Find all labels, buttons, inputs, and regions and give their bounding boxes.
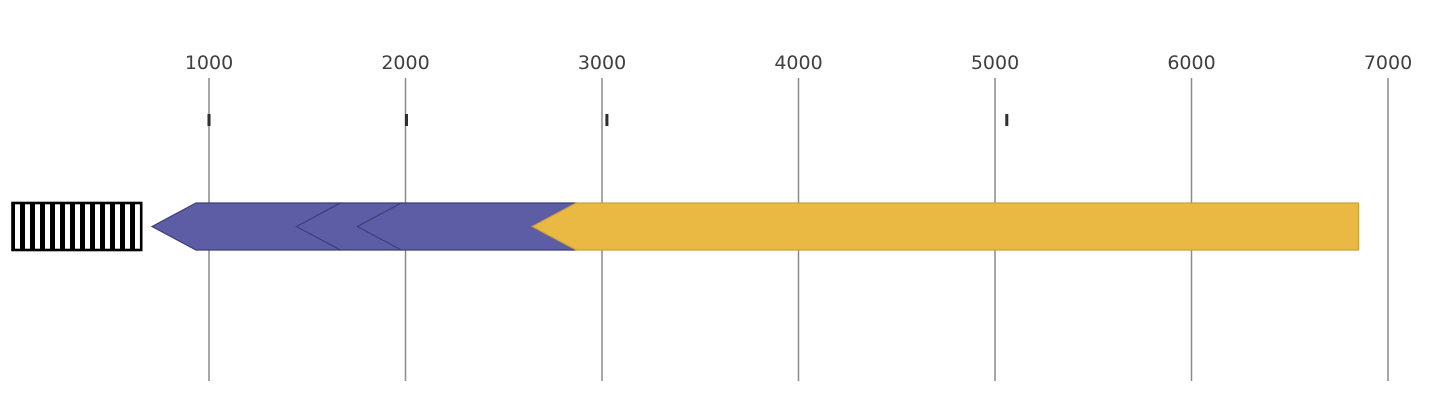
minor-tick <box>1005 114 1009 126</box>
axis-label-5000: 5000 <box>971 52 1019 74</box>
axis-label-3000: 3000 <box>578 52 626 74</box>
axis-label-4000: 4000 <box>774 52 822 74</box>
axis-label-7000: 7000 <box>1364 52 1412 74</box>
minor-tick <box>404 114 408 126</box>
axis-label-2000: 2000 <box>381 52 429 74</box>
axis-label-6000: 6000 <box>1167 52 1215 74</box>
axis-label-1000: 1000 <box>185 52 233 74</box>
hatched-region <box>11 201 143 252</box>
gene-arrow-4 <box>530 202 1360 251</box>
minor-tick <box>207 114 211 126</box>
minor-tick <box>605 114 609 126</box>
